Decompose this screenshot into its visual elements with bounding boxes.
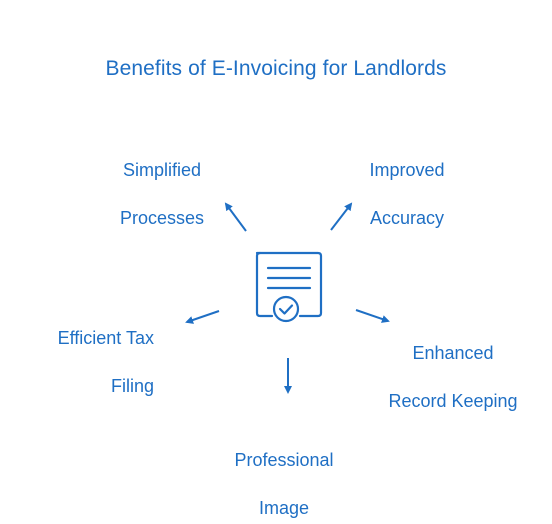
benefit-improved-accuracy: Improved Accuracy xyxy=(345,134,469,254)
benefit-label-line: Improved xyxy=(369,160,445,180)
benefit-label-line: Enhanced xyxy=(412,343,494,363)
benefit-label-line: Efficient Tax xyxy=(57,328,154,348)
benefit-label-line: Professional xyxy=(234,450,334,470)
benefit-label-line: Accuracy xyxy=(369,208,445,228)
arrow-to-simplified-processes xyxy=(224,202,247,232)
benefit-label-line: Record Keeping xyxy=(388,391,518,411)
benefit-simplified-processes: Simplified Processes xyxy=(98,134,226,254)
benefit-label-line: Filing xyxy=(110,376,154,396)
diagram-title: Benefits of E-Invoicing for Landlords xyxy=(105,57,447,80)
arrow-to-efficient-tax-filing xyxy=(185,310,220,324)
benefit-label-line: Simplified xyxy=(122,160,202,180)
benefit-label-line: Processes xyxy=(119,208,205,228)
benefit-label-line: Image xyxy=(258,498,310,518)
invoice-document-check-icon xyxy=(255,251,323,323)
benefit-enhanced-record-keeping: Enhanced Record Keeping xyxy=(368,317,538,437)
benefit-efficient-tax-filing: Efficient Tax Filing xyxy=(20,302,154,422)
benefit-professional-image: Professional Image xyxy=(210,424,358,524)
